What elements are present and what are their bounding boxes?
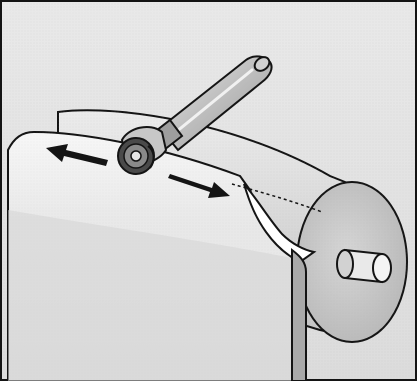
roller-hub — [131, 151, 141, 161]
roll-axle — [337, 250, 391, 282]
sheet-edge-shadow — [292, 250, 306, 381]
